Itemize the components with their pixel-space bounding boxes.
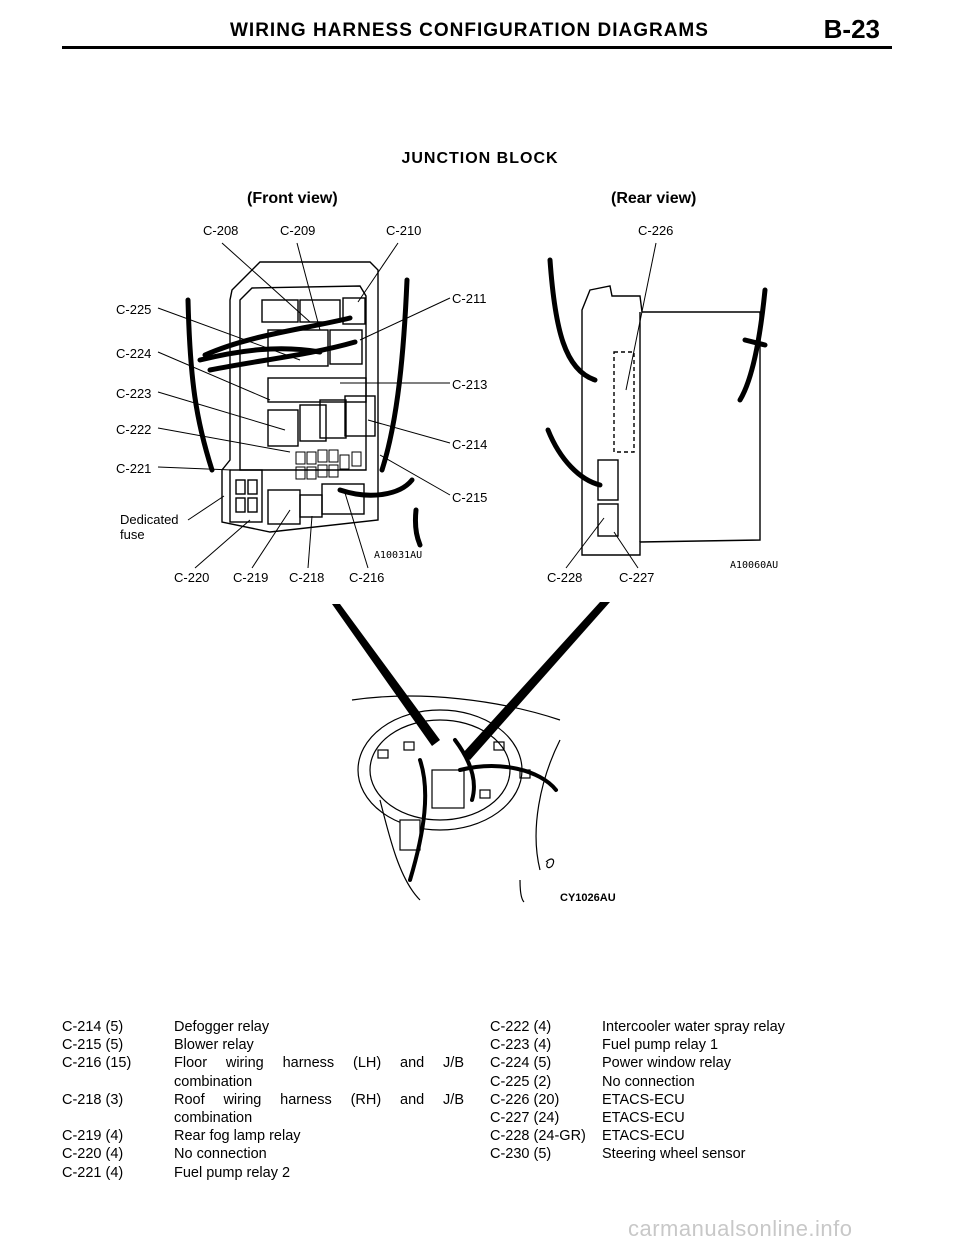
page-number: B-23: [823, 14, 880, 44]
label-c-226: C-226: [638, 223, 674, 238]
legend-connector: C-219 (4): [62, 1128, 124, 1145]
legend-row: C-221 (4) Fuel pump relay 2: [62, 1164, 464, 1182]
legend-row: C-228 (24-GR) ETACS-ECU: [490, 1127, 892, 1145]
label-c-214: C-214: [452, 437, 488, 452]
legend-description: No connection: [174, 1146, 267, 1163]
header-title: WIRING HARNESS CONFIGURATION DIAGRAMS: [230, 20, 709, 41]
legend-row: C-214 (5) Defogger relay: [62, 1018, 464, 1036]
legend-description: Blower relay: [174, 1037, 254, 1054]
legend-description: Intercooler water spray relay: [602, 1019, 785, 1035]
rear-view-code: A10060AU: [730, 560, 779, 571]
legend-description: Floor wiring harness (LH) and J/B: [174, 1055, 464, 1072]
legend-row: combination: [62, 1109, 464, 1127]
label-c-215: C-215: [452, 490, 488, 505]
label-c-219: C-219: [233, 570, 269, 585]
legend-row: combination: [62, 1073, 464, 1091]
watermark[interactable]: carmanualsonline.info: [628, 1216, 853, 1241]
legend-description: ETACS-ECU: [602, 1110, 685, 1127]
legend-connector: C-230 (5): [490, 1146, 552, 1163]
label-c-223: C-223: [116, 386, 152, 401]
label-c-208: C-208: [203, 223, 239, 238]
legend-row: C-226 (20) ETACS-ECU: [490, 1091, 892, 1109]
legend-connector: C-220 (4): [62, 1146, 124, 1163]
label-c-211: C-211: [452, 291, 487, 306]
label-c-225: C-225: [116, 302, 152, 317]
legend-row: C-215 (5) Blower relay: [62, 1036, 464, 1054]
legend-connector: C-227 (24): [490, 1110, 560, 1127]
legend-connector: C-214 (5): [62, 1019, 124, 1035]
legend-row: C-223 (4) Fuel pump relay 1: [490, 1036, 892, 1054]
legend-connector: C-216 (15): [62, 1055, 132, 1072]
legend-row: C-222 (4) Intercooler water spray relay: [490, 1018, 892, 1036]
legend-connector: C-218 (3): [62, 1091, 124, 1108]
label-c-216: C-216: [349, 570, 385, 585]
label-c-209: C-209: [280, 223, 316, 238]
legend-description: ETACS-ECU: [602, 1128, 685, 1145]
front-view-title: (Front view): [247, 190, 338, 207]
label-fuse: fuse: [120, 527, 145, 542]
legend-description-cont: combination: [174, 1073, 253, 1090]
legend-connector: C-222 (4): [490, 1019, 552, 1035]
legend-description: ETACS-ECU: [602, 1091, 685, 1108]
legend-description: No connection: [602, 1073, 695, 1090]
label-dedicated: Dedicated: [120, 512, 179, 527]
header-rule: [62, 46, 892, 49]
legend-row: C-216 (15) Floor wiring harness (LH) and …: [62, 1054, 464, 1072]
legend-description: Fuel pump relay 2: [174, 1164, 291, 1181]
front-junction-block-drawing: [157, 242, 451, 569]
rear-junction-block-drawing: [545, 242, 768, 569]
legend-description: Rear fog lamp relay: [174, 1128, 301, 1145]
legend-row: C-225 (2) No connection: [490, 1073, 892, 1091]
legend-right: C-222 (4) Intercooler water spray relay C…: [490, 1018, 892, 1164]
legend-connector: C-226 (20): [490, 1091, 560, 1108]
legend-description: Roof wiring harness (RH) and J/B: [174, 1091, 464, 1108]
label-c-213: C-213: [452, 377, 488, 392]
legend-connector: C-224 (5): [490, 1055, 552, 1072]
legend-connector: C-223 (4): [490, 1037, 552, 1054]
front-view-code: A10031AU: [374, 550, 423, 561]
label-c-227: C-227: [619, 570, 655, 585]
legend-description: Steering wheel sensor: [602, 1146, 746, 1163]
legend-connector: C-225 (2): [490, 1073, 552, 1090]
label-c-210: C-210: [386, 223, 422, 238]
legend-description-cont: combination: [174, 1110, 253, 1127]
section-title: JUNCTION BLOCK: [401, 150, 559, 167]
legend-row: C-219 (4) Rear fog lamp relay: [62, 1127, 464, 1145]
legend-row: C-218 (3) Roof wiring harness (RH) and J/…: [62, 1091, 464, 1109]
legend-description: Defogger relay: [174, 1019, 270, 1035]
legend-left: C-214 (5) Defogger relay C-215 (5) Blower …: [62, 1018, 464, 1182]
label-c-222: C-222: [116, 422, 152, 437]
label-c-221: C-221: [116, 461, 152, 476]
label-c-218: C-218: [289, 570, 325, 585]
legend-description: Power window relay: [602, 1055, 731, 1072]
legend-connector: C-221 (4): [62, 1164, 124, 1181]
location-view-code: CY1026AU: [560, 892, 616, 904]
legend-row: C-230 (5) Steering wheel sensor: [490, 1145, 892, 1163]
label-c-224: C-224: [116, 346, 152, 361]
rear-view-title: (Rear view): [611, 190, 697, 207]
label-c-228: C-228: [547, 570, 583, 585]
dashboard-location-drawing: [351, 695, 561, 903]
legend-connector: C-228 (24-GR): [490, 1128, 586, 1145]
label-c-220: C-220: [174, 570, 210, 585]
legend-row: C-227 (24) ETACS-ECU: [490, 1109, 892, 1127]
pointer-wedges: [332, 602, 610, 760]
legend-connector: C-215 (5): [62, 1037, 124, 1054]
legend-row: C-224 (5) Power window relay: [490, 1054, 892, 1072]
legend-description: Fuel pump relay 1: [602, 1037, 719, 1054]
legend-row: C-220 (4) No connection: [62, 1145, 464, 1163]
